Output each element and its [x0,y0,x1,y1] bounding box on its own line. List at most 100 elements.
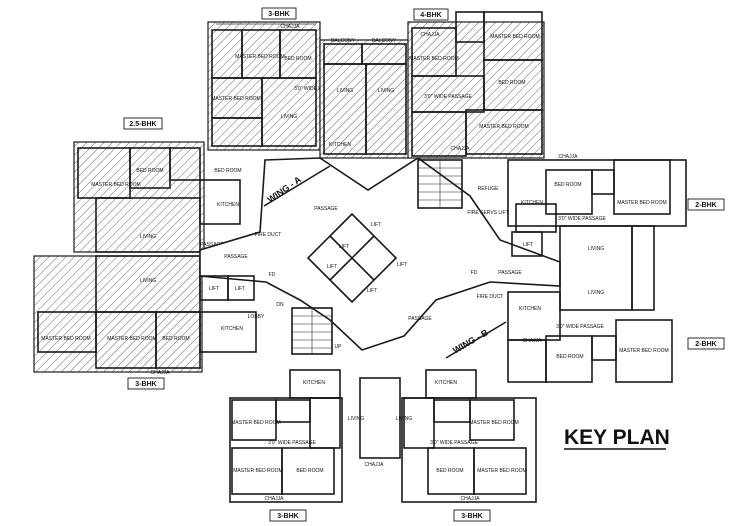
unit-top-centre [319,39,411,159]
unit-top-4bhk [407,11,545,159]
unit-tag-3bhk-mid-text: 3-BHK [277,513,298,520]
master-bed-label: MASTER BED ROOM [211,96,260,102]
chajja-label: CHAJJA [559,154,579,160]
unit-bottom-mid-3bhk [229,369,343,503]
kitchen-label: KITCHEN [221,326,243,332]
unit-tag-25bhk-text: 2.5-BHK [129,121,156,128]
fire-duct-label: FIRE DUCT [477,294,504,300]
unit-tag-2bhk-bottom [687,337,725,350]
wide-passage-label: 3'0" WIDE PASSAGE [430,440,478,446]
chajja-label: CHAJJA [365,462,385,468]
unit-tag-2bhk-top [687,198,725,211]
kitchen-label: KITCHEN [217,202,239,208]
bed-label: BED ROOM [162,336,189,342]
master-bed-label: MASTER BED ROOM [479,124,528,130]
lift-label: LIFT [235,286,245,292]
dn-label: DN [276,302,284,308]
wide-passage-label: 3'0" WIDE PASSAGE [558,216,606,222]
unit-left-3bhk [33,255,257,373]
fd-label: FD [269,272,276,278]
wide-passage-label: 3'0" WIDE PASSAGE [268,440,316,446]
kitchen-label: KITCHEN [521,200,543,206]
bed-label: BED ROOM [136,168,163,174]
bed-label: BED ROOM [214,168,241,174]
bed-label: BED ROOM [498,80,525,86]
lift-label: LIFT [371,222,381,228]
balcony-label: BALCONY [372,38,397,44]
unit-tag-2bhk-bottom-text: 2-BHK [695,341,716,348]
passage-label: PASSAGE [224,254,248,260]
unit-left-25bhk [73,141,241,253]
chajja-label: CHAJJA [451,146,471,152]
master-bed-label: MASTER BED ROOM [41,336,90,342]
chajja-label: CHAJJA [281,24,301,30]
fd-label: FD [471,270,478,276]
lift-label: LIFT [327,264,337,270]
unit-top-3bhk [207,21,321,151]
unit-tag-2bhk-top-text: 2-BHK [695,202,716,209]
unit-tag-25bhk [123,117,163,130]
balcony-label: BALCONY [331,38,356,44]
passage-label: PASSAGE [200,242,224,248]
chajja-label: CHAJJA [265,496,285,502]
unit-tag-4bhk [413,8,449,21]
bed-label: BED ROOM [436,468,463,474]
lift-label: LIFT [367,288,377,294]
unit-tag-3bhk-right-text: 3-BHK [461,513,482,520]
master-bed-label: MASTER BED ROOM [469,420,518,426]
living-label: LIVING [281,114,298,120]
unit-right-2bhk-top [507,159,687,311]
passage-label: PASSAGE [408,316,432,322]
chajja-label: CHAJJA [421,32,441,38]
master-bed-label: MASTER BED ROOM [619,348,668,354]
lift-label: LIFT [523,242,533,248]
living-label: LIVING [140,278,157,284]
wide-passage-label: 3'0" WIDE PASSAGE [294,86,342,92]
unit-right-2bhk-bottom [507,291,673,383]
unit-tag-3bhk-mid [269,509,307,522]
fire-duct-label: FIRE DUCT [255,232,282,238]
master-bed-label: MASTER BED ROOM [409,56,458,62]
central-core [199,157,561,355]
bed-label: BED ROOM [284,56,311,62]
kitchen-label: KITCHEN [435,380,457,386]
living-label: LIVING [588,290,605,296]
master-bed-label: MASTER BED ROOM [617,200,666,206]
unit-tag-3bhk-left [127,377,165,390]
living-label: LIVING [396,416,413,422]
lift-label: LIFT [209,286,219,292]
chajja-label: CHAJJA [461,496,481,502]
key-plan-title: KEY PLAN [564,426,670,449]
kitchen-label: KITCHEN [303,380,325,386]
living-label: LIVING [337,88,354,94]
master-bed-label: MASTER BED ROOM [233,468,282,474]
living-label: LIVING [588,246,605,252]
passage-label: PASSAGE [498,270,522,276]
lobby-label: LOBBY [248,314,265,320]
unit-tag-4bhk-text: 4-BHK [420,12,441,19]
kitchen-label: KITCHEN [519,306,541,312]
living-label: LIVING [140,234,157,240]
master-bed-label: MASTER BED ROOM [490,34,539,40]
living-label: LIVING [378,88,395,94]
chajja-label: CHAJJA [151,370,171,376]
lift-label: LIFT [339,244,349,250]
bed-label: BED ROOM [296,468,323,474]
bed-label: BED ROOM [556,354,583,360]
unit-tag-3bhk-right [453,509,491,522]
fire-serv-lift-label: FIRE SERVS LIFT [467,210,508,216]
unit-tag-3bhk-text: 3-BHK [268,11,289,18]
living-label: LIVING [348,416,365,422]
chajja-label: CHAJJA [523,338,543,344]
unit-bottom-right-3bhk [359,369,537,503]
master-bed-label: MASTER BED ROOM [477,468,526,474]
unit-tag-3bhk-left-text: 3-BHK [135,381,156,388]
lift-label: LIFT [397,262,407,268]
master-bed-label: MASTER BED ROOM [231,420,280,426]
master-bed-label: MASTER BED ROOM [235,54,284,60]
passage-label: PASSAGE [314,206,338,212]
wide-passage-label: 3'0" WIDE PASSAGE [424,94,472,100]
bed-label: BED ROOM [554,182,581,188]
wide-passage-label: 3'0" WIDE PASSAGE [556,324,604,330]
